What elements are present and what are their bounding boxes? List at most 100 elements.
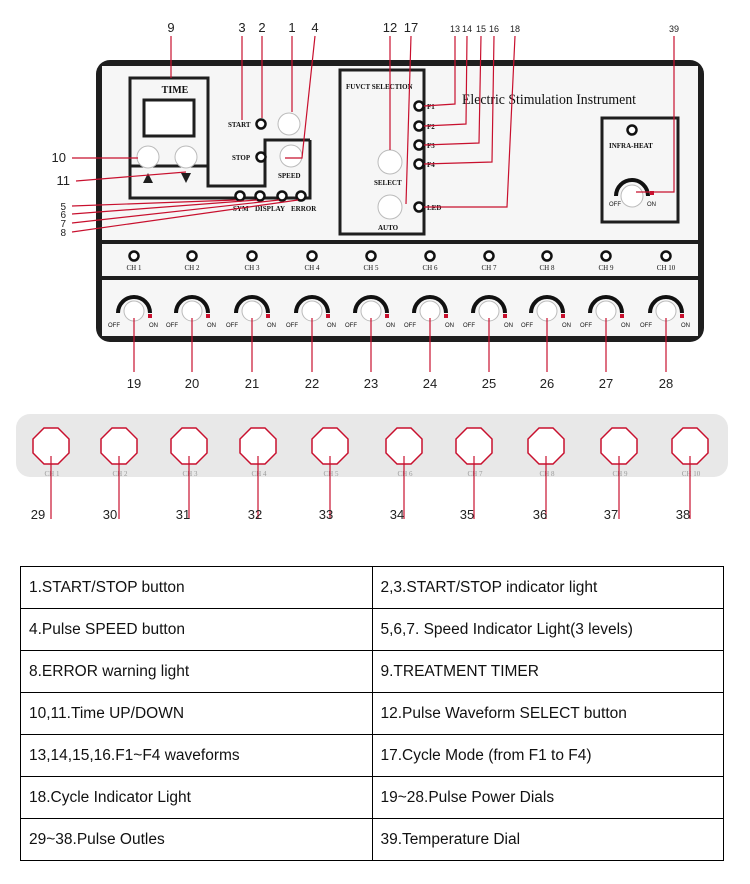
channel-light (186, 250, 198, 262)
legend-cell: 13,14,15,16.F1~F4 waveforms (20, 734, 373, 777)
dial-off-label: OFF (286, 323, 298, 329)
dial-on-label: ON (445, 323, 454, 329)
speed-button[interactable] (279, 144, 303, 168)
power-dial-arc (471, 295, 507, 314)
outlet-label: CH 7 (468, 470, 483, 478)
sym-light (234, 190, 246, 202)
infra-on-label: ON (647, 202, 656, 208)
channel-light (600, 250, 612, 262)
channel-strip (102, 244, 698, 276)
callout-leader (285, 35, 316, 159)
outlet-label: CH 2 (113, 470, 128, 478)
callout-number: 14 (462, 24, 472, 34)
pulse-outlet[interactable] (527, 427, 565, 465)
temperature-dial[interactable] (620, 184, 644, 208)
callout-number: 5 (60, 202, 66, 213)
power-dial-arc (412, 295, 448, 314)
timer-frame-lower (128, 140, 312, 200)
instrument-title: Electric Stimulation Instrument (462, 92, 637, 108)
callout-number: 29 (31, 507, 45, 522)
legend-cell: 19~28.Pulse Power Dials (371, 776, 724, 819)
dial-on-label: ON (386, 323, 395, 329)
f4-label: F4 (427, 161, 435, 169)
power-dial-arc (234, 295, 270, 314)
dial-on-mark-icon (385, 314, 389, 318)
callout-number: 18 (510, 24, 520, 34)
start-indicator-light (255, 118, 267, 130)
pulse-outlet[interactable] (311, 427, 349, 465)
pulse-outlet[interactable] (455, 427, 493, 465)
pulse-outlet[interactable] (170, 427, 208, 465)
f4-light (413, 158, 425, 170)
auto-button[interactable] (377, 194, 403, 220)
callout-number: 34 (390, 507, 404, 522)
pulse-outlet[interactable] (100, 427, 138, 465)
callout-leader (636, 36, 675, 193)
power-dial-arc (294, 295, 330, 314)
outlet-label: CH 3 (183, 470, 198, 478)
callout-number: 20 (185, 376, 199, 391)
callout-number: 7 (60, 219, 66, 230)
channel-label: CH 1 (127, 264, 142, 272)
pulse-outlet[interactable] (239, 427, 277, 465)
speed-label: SPEED (278, 172, 301, 180)
dial-off-label: OFF (463, 323, 475, 329)
callout-number: 28 (659, 376, 673, 391)
legend-cell: 18.Cycle Indicator Light (20, 776, 373, 819)
callout-number: 13 (450, 24, 460, 34)
channel-label: CH 8 (540, 264, 555, 272)
pulse-outlet[interactable] (600, 427, 638, 465)
dial-on-label: ON (327, 323, 336, 329)
time-up-button[interactable] (136, 145, 160, 169)
dial-on-label: ON (681, 323, 690, 329)
outlet-label: CH 6 (398, 470, 413, 478)
f3-light (413, 139, 425, 151)
f1-light (413, 100, 425, 112)
callout-number: 1 (288, 20, 295, 35)
f3-label: F3 (427, 142, 435, 150)
dial-off-label: OFF (108, 323, 120, 329)
pulse-outlet[interactable] (32, 427, 70, 465)
callout-number: 8 (60, 228, 66, 239)
callout-number: 32 (248, 507, 262, 522)
legend-cell: 1.START/STOP button (20, 566, 373, 609)
f2-light (413, 120, 425, 132)
channel-label: CH 6 (423, 264, 438, 272)
pulse-outlet[interactable] (671, 427, 709, 465)
legend-cell: 4.Pulse SPEED button (20, 608, 373, 651)
time-down-button[interactable] (174, 145, 198, 169)
legend-cell: 9.TREATMENT TIMER (371, 650, 724, 693)
speed-light-3 (276, 190, 288, 202)
legend-cell: 29~38.Pulse Outles (20, 818, 373, 861)
dial-off-label: OFF (640, 323, 652, 329)
channel-light (365, 250, 377, 262)
callout-number: 21 (245, 376, 259, 391)
dial-off-label: OFF (521, 323, 533, 329)
infra-heat-frame (600, 116, 680, 224)
start-stop-button[interactable] (277, 112, 301, 136)
power-dial-arc (529, 295, 565, 314)
callout-number: 12 (383, 20, 397, 35)
dial-on-mark-icon (148, 314, 152, 318)
callout-number: 27 (599, 376, 613, 391)
dial-on-label: ON (504, 323, 513, 329)
infra-heat-label: INFRA-HEAT (609, 142, 653, 150)
channel-light (483, 250, 495, 262)
select-button[interactable] (377, 149, 403, 175)
callout-leader (424, 35, 516, 208)
dial-on-label: ON (267, 323, 276, 329)
dial-on-label: ON (562, 323, 571, 329)
callout-number: 33 (319, 507, 333, 522)
power-dial-arc (588, 295, 624, 314)
dial-on-label: ON (207, 323, 216, 329)
pulse-outlet[interactable] (385, 427, 423, 465)
callout-leader (423, 35, 495, 165)
dial-on-label: ON (621, 323, 630, 329)
power-dial-arc (116, 295, 152, 314)
sym-label: SYM (233, 205, 249, 213)
stop-label: STOP (232, 154, 251, 162)
